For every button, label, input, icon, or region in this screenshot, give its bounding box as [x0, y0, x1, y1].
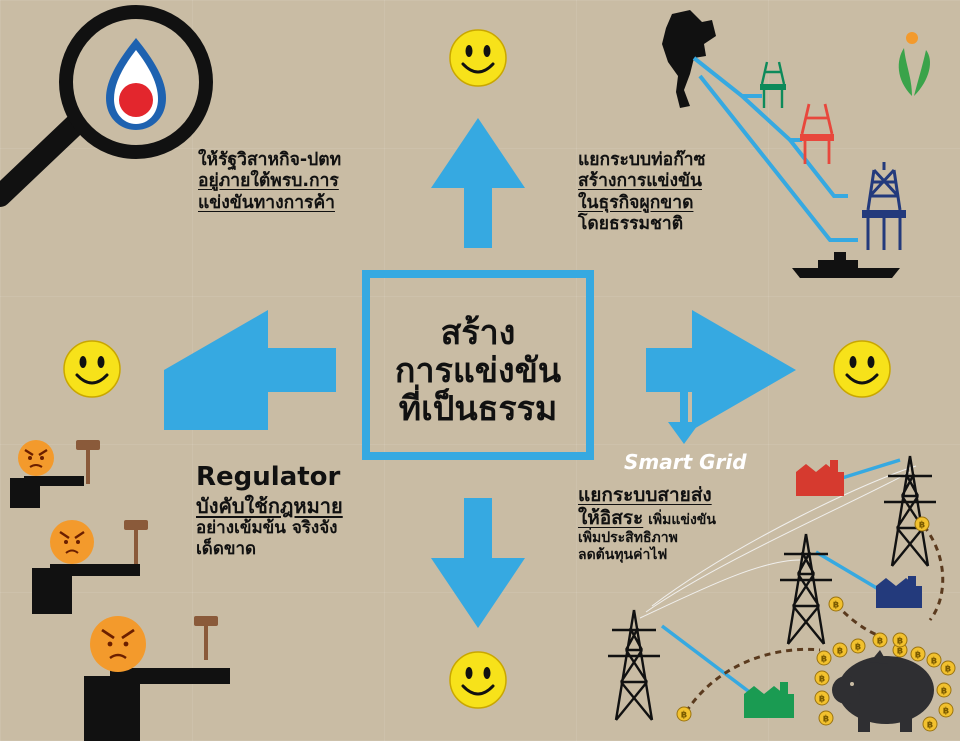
top-left-text: ให้รัฐวิสาหกิจ-ปตท อยู่ภายใต้พรบ.การ แข่… — [198, 150, 341, 214]
arrow-down-icon — [431, 498, 525, 628]
ptt-logo-icon — [106, 38, 166, 130]
center-title-line-1: สร้าง — [440, 313, 516, 353]
thailand-map-icon — [662, 10, 716, 108]
regulator-title: Regulator — [196, 462, 341, 492]
factory-blue-icon — [876, 576, 922, 608]
top-right-line-4: โดยธรรมชาติ — [578, 214, 684, 235]
factory-green-icon — [744, 682, 794, 718]
smart-grid-label: Smart Grid — [624, 450, 747, 474]
bottom-left-line-1: บังคับใช้กฎหมาย — [196, 493, 343, 518]
top-left-line-1: ให้รัฐวิสาหกิจ-ปตท — [198, 150, 342, 170]
bottom-right-line-2a: ให้อิสระ — [578, 507, 644, 530]
regulator-person-2 — [32, 520, 148, 614]
top-left-line-2: อยู่ภายใต้พรบ.การ — [198, 171, 339, 192]
smiley-right-icon — [832, 339, 892, 399]
regulator-person-3 — [84, 616, 230, 741]
bottom-left-text: Regulator บังคับใช้กฎหมาย อย่างเข้มข้น จ… — [196, 462, 343, 560]
ship-icon — [792, 252, 900, 278]
factory-red-icon — [796, 460, 844, 496]
bottom-right-line-2b: เพิ่มแข่งขัน — [643, 512, 716, 529]
center-title-box: สร้าง การแข่งขัน ที่เป็นธรรม — [362, 270, 594, 460]
regulator-person-1 — [10, 438, 100, 508]
center-title: สร้าง การแข่งขัน ที่เป็นธรรม — [370, 314, 586, 428]
bottom-left-line-2: อย่างเข้มข้น จริงจัง — [196, 518, 338, 539]
bottom-left-line-3: เด็ดขาด — [196, 538, 257, 559]
leaf-logo-icon — [898, 32, 930, 96]
smiley-left-icon — [62, 339, 122, 399]
oil-rig-small-icon — [760, 61, 786, 108]
bottom-right-line-4: ลดต้นทุนค่าไฟ — [578, 547, 668, 564]
top-right-text: แยกระบบท่อก๊าซ สร้างการแข่งขัน ในธุรกิจผ… — [578, 150, 706, 235]
piggy-bank-icon — [832, 650, 934, 732]
oil-rig-medium-icon — [800, 103, 834, 164]
arrow-right-icon — [646, 310, 796, 430]
smiley-bottom-icon — [448, 650, 508, 710]
smiley-top-icon — [448, 28, 508, 88]
top-right-line-1: แยกระบบท่อก๊าซ — [578, 150, 706, 170]
center-title-line-2: การแข่งขัน — [394, 351, 562, 392]
top-right-line-2: สร้างการแข่งขัน — [578, 171, 702, 192]
oil-rig-large-icon — [860, 160, 908, 252]
magnifier-icon — [0, 5, 213, 207]
arrow-up-icon — [431, 118, 525, 248]
coin-icon — [914, 516, 930, 532]
top-left-line-3: แข่งขันทางการค้า — [198, 192, 335, 213]
bottom-right-text: แยกระบบสายส่ง ให้อิสระ เพิ่มแข่งขัน เพิ่… — [578, 484, 716, 565]
top-right-line-3: ในธุรกิจผูกขาด — [578, 192, 694, 213]
power-feed-lines — [660, 458, 901, 702]
bottom-right-line-3: เพิ่มประสิทธิภาพ — [578, 530, 678, 547]
transmission-lines — [639, 465, 917, 619]
center-title-line-3: ที่เป็นธรรม — [398, 389, 558, 430]
arrow-left-icon — [164, 310, 336, 430]
bottom-right-line-1: แยกระบบสายส่ง — [578, 484, 712, 506]
arrow-small-down-icon — [668, 386, 700, 444]
